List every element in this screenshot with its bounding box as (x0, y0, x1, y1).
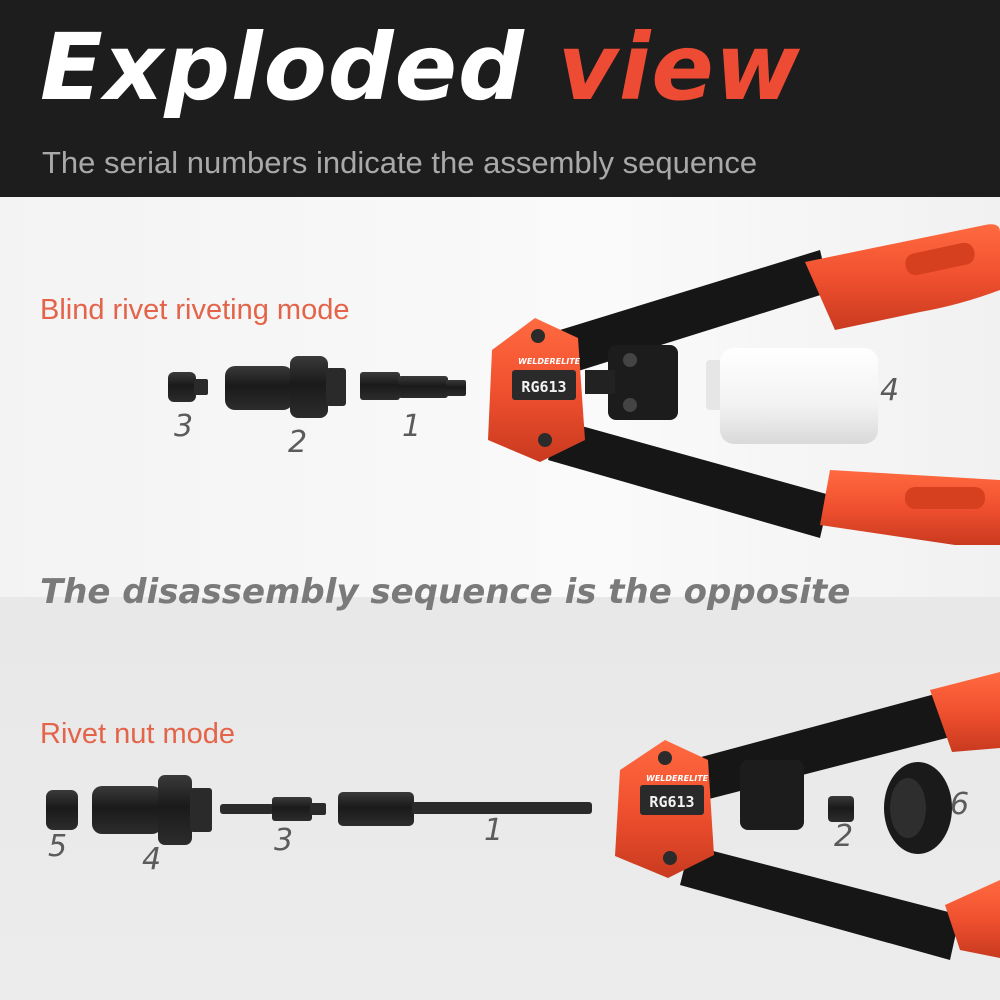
mandrel-sleeve (338, 792, 414, 826)
sequence-number: 4 (142, 842, 162, 877)
threaded-sleeve (225, 366, 293, 410)
sequence-number: 1 (484, 813, 504, 848)
page-subtitle: The serial numbers indicate the assembly… (42, 145, 758, 180)
model-plate-2 (640, 785, 704, 815)
small-nozzle-2 (46, 790, 78, 830)
sequence-number: 6 (950, 787, 970, 822)
sequence-number: 2 (834, 819, 854, 854)
rivet-nut-tool: WELDERELITE RG613 (46, 672, 1000, 960)
brand-text: WELDERELITE (518, 357, 581, 366)
lower-handle-2 (945, 880, 1000, 958)
sequence-number: 1 (402, 409, 422, 444)
threaded-sleeve-2 (92, 786, 162, 834)
title-accent: view (557, 14, 801, 121)
clamp-block (608, 345, 678, 420)
brand-text-2: WELDERELITE (646, 774, 709, 783)
sequence-number: 3 (174, 409, 194, 444)
upper-arm (560, 250, 830, 372)
white-bottle (720, 348, 878, 444)
clamp-block-2 (740, 760, 804, 830)
upper-handle (805, 224, 1000, 330)
header-banner: Exploded view The serial numbers indicat… (0, 0, 1000, 197)
disassembly-note: The disassembly sequence is the opposite (40, 572, 851, 612)
upper-handle-2 (930, 672, 1000, 752)
blind-rivet-tool: WELDERELITE RG613 (168, 224, 1000, 545)
small-nozzle (168, 372, 196, 402)
lower-arm (548, 420, 830, 538)
sequence-number: 4 (880, 373, 900, 408)
small-adapter (828, 796, 854, 822)
nosepiece (360, 372, 400, 400)
sequence-number: 2 (288, 425, 308, 460)
page-title: Exploded view (40, 22, 801, 114)
title-main: Exploded (40, 14, 525, 121)
rivet-nut-mode-label: Rivet nut mode (40, 718, 236, 750)
thread-rod (220, 804, 274, 814)
lower-arm-2 (680, 845, 960, 960)
model-text-2: RG613 (649, 793, 694, 811)
model-plate (512, 370, 576, 400)
long-mandrel (412, 802, 592, 814)
sequence-number: 5 (48, 829, 68, 864)
blind-rivet-mode-label: Blind rivet riveting mode (40, 294, 350, 326)
model-text: RG613 (521, 378, 566, 396)
bottle-neck (706, 360, 724, 410)
sequence-number: 3 (274, 823, 294, 858)
